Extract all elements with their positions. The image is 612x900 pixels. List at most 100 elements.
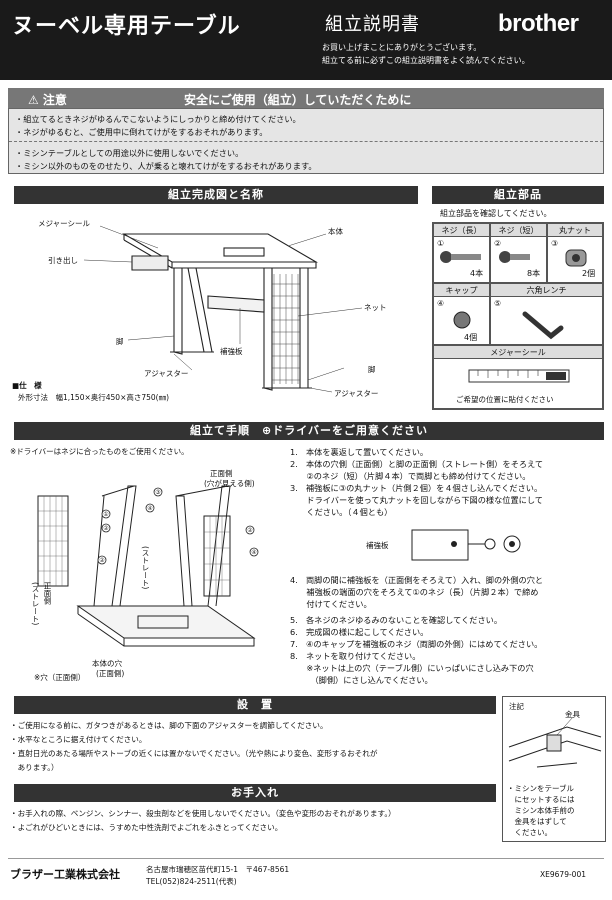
label-adjuster-right: アジャスター (334, 389, 379, 398)
svg-text:②: ② (99, 557, 105, 564)
part-name: 六角レンチ (491, 284, 602, 297)
caution-divider (9, 141, 603, 142)
brand-logo: brother (498, 10, 579, 37)
part-qty: 2個 (582, 269, 596, 278)
parts-instruction: 組立部品を確認してください。 (440, 209, 552, 218)
label-body-hole: 本体の穴 (92, 659, 122, 668)
part-number: ⑤ (494, 299, 502, 308)
round-nut-icon (565, 249, 587, 267)
caution-item: ・ミシン以外のものをのせたり、人が乗ると壊れてけがをするおそれがあります。 (15, 161, 317, 171)
label-body: 本体 (328, 227, 343, 236)
measure-seal-icon (468, 369, 570, 383)
label-front-side: 正面側 (210, 469, 233, 478)
label-reinforcement-inset: 補強板 (366, 541, 389, 550)
hex-wrench-icon (522, 311, 564, 340)
label-drawer: 引き出し (48, 256, 78, 265)
svg-text:③: ③ (155, 489, 160, 496)
part-number: ① (437, 239, 445, 248)
footer-company: ブラザー工業株式会社 (10, 868, 120, 881)
part-name: ネジ（長） (434, 224, 489, 237)
spec-heading: ■仕 様 (12, 381, 42, 390)
spec-dimensions: 外形寸法 幅1,150×奥行450×高さ750(㎜) (18, 393, 170, 402)
svg-text:①: ① (103, 511, 108, 518)
intro-line-2: 組立てる前に必ずこの組立説明書をよく読んでください。 (322, 56, 530, 65)
caution-item: ・ミシンテーブルとしての用途以外に使用しないでください。 (15, 148, 244, 158)
step-line: （脚側）にさし込んでください。 (290, 675, 433, 685)
step-line: ※ネットは上の穴（テーブル側）にいっぱいにさし込み下の穴 (290, 663, 534, 673)
label-front-side-paren: (穴が見える側) (204, 479, 255, 488)
caution-title: 安全にご使用（組立）していただくために (184, 93, 412, 107)
label-front-side-2: 正面側 (43, 582, 52, 605)
intro-line-1: お買い上げまことにありがとうございます。 (322, 43, 482, 52)
label-net: ネット (364, 303, 387, 312)
install-item: ・水平なところに据え付けてください。 (10, 735, 147, 744)
step-line: 1. 本体を裏返して置いてください。 (290, 447, 429, 457)
step-line: 3. 補強板に③の丸ナット（片側２個）を４個さし込んでください。 (290, 483, 543, 493)
diagram-section-title: 組立完成図と名称 (14, 186, 418, 204)
caution-item: ・組立てるときネジがゆるんでこないようにしっかりと締め付けてください。 (15, 114, 301, 124)
caution-item: ・ネジがゆるむと、ご使用中に倒れてけがをするおそれがあります。 (15, 127, 268, 137)
label-straight: (ストレート) (141, 546, 150, 590)
note-title: 注記 (509, 702, 524, 711)
step-line: ②のネジ（短）（片脚４本）で両脚とも締め付けてください。 (290, 471, 531, 481)
caution-box: ・組立てるときネジがゆるんでこないようにしっかりと締め付けてください。 ・ネジが… (8, 108, 604, 174)
screw-long-icon (440, 251, 481, 263)
screw-short-icon (499, 251, 530, 263)
doc-title: ヌーベル専用テーブル (12, 14, 241, 39)
part-qty: 4個 (464, 333, 478, 342)
part-name: ネジ（短） (491, 224, 546, 237)
part-cell-screw-long: ネジ（長） ① 4本 (433, 223, 490, 283)
label-straight-2: (ストレート) (31, 582, 40, 626)
step-line: 5. 各ネジのネジゆるみのないことを確認してください。 (290, 615, 503, 625)
step-line: 4. 両脚の間に補強板を（正面側をそろえて）入れ、脚の外側の穴と (290, 575, 544, 585)
step-line: 7. ④のキャップを補強板のネジ（両脚の外側）にはめてください。 (290, 639, 543, 649)
measure-seal-note: ご希望の位置に貼付ください (456, 395, 554, 404)
install-item: あります。） (10, 763, 59, 772)
install-section-title: 設 置 (14, 696, 496, 714)
svg-text:④: ④ (147, 505, 152, 512)
step-line: 付けてください。 (290, 599, 372, 609)
nut-position-figure (411, 529, 521, 561)
doc-subtitle: 組立説明書 (325, 14, 420, 35)
footer-tel: TEL(052)824-2511(代表) (146, 877, 237, 886)
care-item: ・お手入れの際、ベンジン、シンナー、殺虫剤などを使用しないでください。（変色や変… (10, 809, 396, 818)
note-box: 注記 金具 ・ミシンをテーブル にセットするには ミシン本体手前の 金具をはずし… (502, 696, 606, 842)
part-cell-screw-short: ネジ（短） ② 8本 (490, 223, 547, 283)
parts-table: ネジ（長） ① 4本 ネジ（短） ② 8本 丸ナット ③ 2個 キャップ ④ 4… (432, 222, 604, 410)
step-line: 8. ネットを取り付けてください。 (290, 651, 421, 661)
label-measure-seal: メジャーシール (38, 219, 90, 228)
part-number: ④ (437, 299, 445, 308)
step-line: ドライバーを使って丸ナットを回しながら下図の様な位置にして (290, 495, 543, 505)
header: ヌーベル専用テーブル 組立説明書 brother お買い上げまことにありがとうご… (0, 0, 612, 80)
step-line: 2. 本体の穴側（正面側）と脚の正面側（ストレート側）をそろえて (290, 459, 544, 469)
care-section-title: お手入れ (14, 784, 496, 802)
install-item: ・ご使用になる前に、ガタつきがあるときは、脚の下面のアジャスターを調節してくださ… (10, 721, 328, 730)
svg-text:②: ② (247, 527, 253, 534)
svg-text:②: ② (103, 525, 109, 532)
label-reinforcement: 補強板 (220, 347, 243, 356)
part-cell-measure-seal: メジャーシール ご希望の位置に貼付ください (433, 345, 603, 409)
footer-address: 名古屋市瑞穂区苗代町15-1 〒467-8561 (146, 865, 290, 874)
driver-note: ※ドライバーはネジに合ったものをご使用ください。 (10, 447, 189, 456)
note-line: ミシン本体手前の (507, 806, 575, 815)
part-qty: 4本 (470, 269, 484, 278)
parts-section-title: 組立部品 (432, 186, 604, 204)
part-cell-hex-wrench: 六角レンチ ⑤ (490, 283, 603, 345)
part-name: メジャーシール (434, 346, 602, 359)
note-line: ください。 (507, 828, 552, 837)
footer-divider (8, 858, 604, 859)
part-name: 丸ナット (548, 224, 602, 237)
note-line: にセットするには (507, 795, 575, 804)
install-item: ・直射日光のあたる場所やストーブの近くには置かないでください。（光や熱により変色… (10, 749, 378, 758)
bracket-illustration (508, 717, 602, 768)
part-name: キャップ (434, 284, 489, 297)
label-leg-left: 脚 (116, 337, 124, 346)
note-line: 金具をはずして (507, 817, 567, 826)
part-cell-cap: キャップ ④ 4個 (433, 283, 490, 345)
hole-note: ※穴（正面側） (34, 673, 86, 682)
care-item: ・よごれがひどいときには、うすめた中性洗剤でよごれをふきとってください。 (10, 823, 283, 832)
label-body-hole-paren: (正面側) (96, 669, 125, 678)
cap-icon (453, 311, 471, 329)
